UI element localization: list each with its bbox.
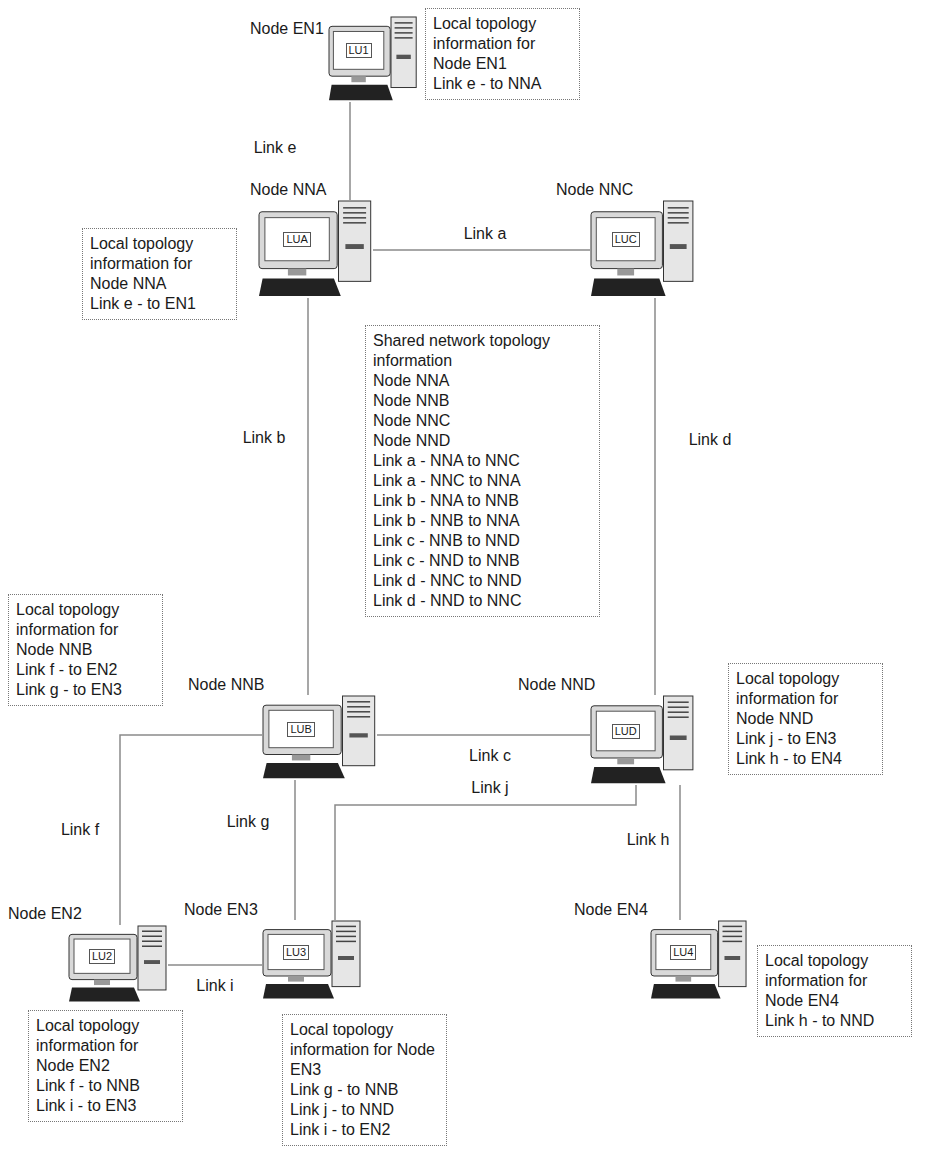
info-heading: Local topology information for Node NNB — [16, 600, 155, 660]
link-line — [307, 298, 309, 695]
link-label: Link j — [468, 779, 511, 797]
link-label: Link f — [58, 821, 102, 839]
node-name: Node EN1 — [250, 20, 324, 38]
info-heading: Local topology information for Node EN4 — [765, 951, 904, 1011]
topology-info-box: Local topology information for Node NNBL… — [8, 594, 163, 706]
topology-info-box: Local topology information for Node NNAL… — [82, 228, 237, 320]
computer-icon — [262, 695, 377, 780]
info-line: Link g - to NNB — [290, 1080, 439, 1100]
node-name: Node NNC — [556, 181, 633, 199]
computer-icon — [262, 920, 362, 1000]
link-label: Link i — [193, 977, 236, 995]
link-label: Link a — [461, 225, 510, 243]
link-label: Link h — [624, 831, 673, 849]
link-label: Link d — [686, 431, 735, 449]
link-label: Link b — [240, 429, 289, 447]
computer-icon — [650, 920, 748, 1000]
info-line: Link b - NNA to NNB — [373, 491, 592, 511]
link-line — [679, 785, 681, 920]
lu-label: LUB — [287, 722, 314, 737]
info-line: Link g - to EN3 — [16, 680, 155, 700]
info-line: Node NNC — [373, 411, 592, 431]
computer-node: Node EN3LU3 — [262, 920, 362, 1000]
topology-info-box: Local topology information for Node EN4L… — [757, 945, 912, 1037]
info-line: Link f - to EN2 — [16, 660, 155, 680]
lu-label: LU2 — [89, 949, 115, 964]
lu-label: LUD — [612, 724, 640, 739]
topology-info-box: Local topology information for Node EN3L… — [282, 1014, 447, 1146]
link-line — [377, 734, 590, 736]
info-line: Link i - to EN2 — [290, 1120, 439, 1140]
info-line: Link h - to NND — [765, 1011, 904, 1031]
lu-label: LU4 — [670, 945, 696, 960]
info-line: Link h - to EN4 — [736, 749, 875, 769]
link-line — [335, 785, 636, 920]
computer-node: Node EN1LU1 — [328, 16, 418, 102]
info-line: Link f - to NNB — [36, 1076, 175, 1096]
topology-info-box: Local topology information for Node NNDL… — [728, 663, 883, 775]
info-line: Link c - NNB to NND — [373, 531, 592, 551]
info-line: Link e - to EN1 — [90, 294, 229, 314]
computer-node: Node NNDLUD — [590, 695, 695, 785]
lu-label: LUC — [612, 232, 640, 247]
computer-icon — [68, 925, 168, 1003]
node-name: Node NNB — [188, 676, 264, 694]
computer-node: Node NNALUA — [258, 200, 373, 298]
lu-label: LU1 — [346, 43, 372, 58]
lu-label: LU3 — [283, 945, 309, 960]
node-name: Node NNA — [250, 181, 326, 199]
lu-label: LUA — [283, 232, 310, 247]
computer-icon — [590, 695, 695, 785]
info-heading: Local topology information for Node NNA — [90, 234, 229, 294]
info-line: Link j - to NND — [290, 1100, 439, 1120]
info-line: Link i - to EN3 — [36, 1096, 175, 1116]
link-line — [373, 249, 590, 251]
info-heading: Local topology information for Node EN2 — [36, 1016, 175, 1076]
info-heading: Local topology information for Node EN3 — [290, 1020, 439, 1080]
info-heading: Local topology information for Node EN1 — [433, 14, 572, 74]
link-label: Link e — [251, 139, 300, 157]
computer-node: Node NNCLUC — [590, 200, 695, 298]
link-line — [294, 780, 296, 920]
info-line: Link a - NNA to NNC — [373, 451, 592, 471]
node-name: Node EN2 — [8, 905, 82, 923]
node-name: Node EN4 — [574, 901, 648, 919]
info-line: Link e - to NNA — [433, 74, 572, 94]
computer-icon — [590, 200, 695, 298]
info-line: Node NNA — [373, 371, 592, 391]
computer-icon — [258, 200, 373, 298]
computer-node: Node EN2LU2 — [68, 925, 168, 1003]
link-label: Link g — [224, 813, 273, 831]
node-name: Node NND — [518, 676, 595, 694]
topology-info-box: Shared network topology informationNode … — [365, 325, 600, 617]
link-line — [654, 298, 656, 695]
topology-info-box: Local topology information for Node EN2L… — [28, 1010, 183, 1122]
topology-info-box: Local topology information for Node EN1L… — [425, 8, 580, 100]
info-line: Link b - NNB to NNA — [373, 511, 592, 531]
link-line — [168, 964, 262, 966]
info-line: Link j - to EN3 — [736, 729, 875, 749]
info-line: Link d - NND to NNC — [373, 591, 592, 611]
info-heading: Shared network topology information — [373, 331, 592, 371]
info-line: Node NND — [373, 431, 592, 451]
link-line — [349, 102, 351, 200]
info-line: Link d - NNC to NND — [373, 571, 592, 591]
link-label: Link c — [466, 747, 514, 765]
info-heading: Local topology information for Node NND — [736, 669, 875, 729]
info-line: Link c - NND to NNB — [373, 551, 592, 571]
node-name: Node EN3 — [184, 901, 258, 919]
computer-icon — [328, 16, 418, 102]
info-line: Link a - NNC to NNA — [373, 471, 592, 491]
computer-node: Node NNBLUB — [262, 695, 377, 780]
computer-node: Node EN4LU4 — [650, 920, 748, 1000]
info-line: Node NNB — [373, 391, 592, 411]
